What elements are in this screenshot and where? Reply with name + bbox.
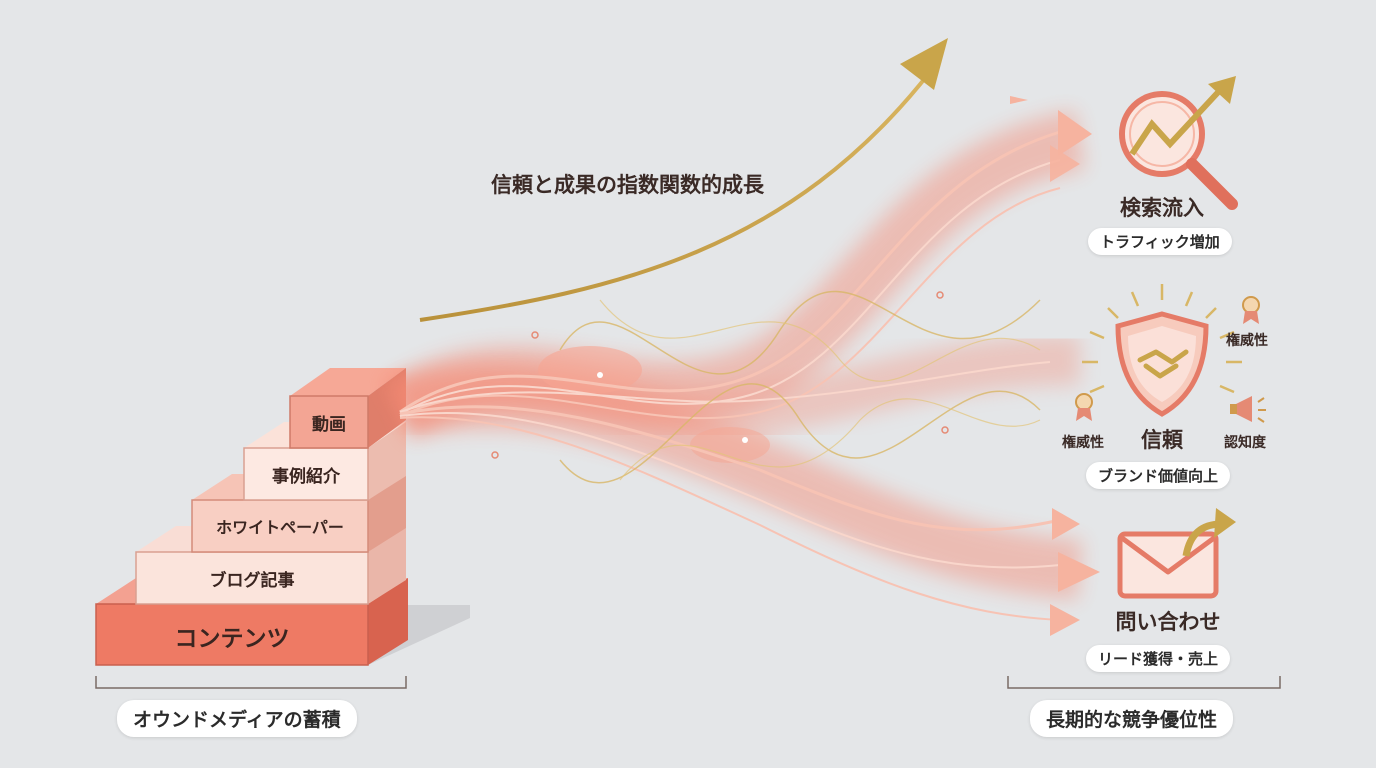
search-subtitle: トラフィック増加 <box>1088 228 1232 255</box>
award-icon-left <box>1075 393 1093 421</box>
megaphone-icon <box>1230 396 1266 423</box>
inquiry-subtitle: リード獲得・売上 <box>1086 645 1231 672</box>
envelope-arrow-icon <box>1117 508 1236 599</box>
content-stack <box>95 368 408 666</box>
flow-arrowheads <box>1010 96 1100 636</box>
outcome-caption: 長期的な競争優位性 <box>1030 700 1234 737</box>
trust-title: 信頼 <box>1141 428 1183 452</box>
flow-stream <box>383 110 1086 621</box>
stack-caption: オウンドメディアの蓄積 <box>117 700 357 737</box>
trust-badge-right: 認知度 <box>1224 435 1266 451</box>
magnifier-trend-icon <box>1119 76 1238 210</box>
stack-layer-case-studies: 事例紹介 <box>272 467 340 487</box>
stack-layer-content: コンテンツ <box>174 626 290 652</box>
award-icon-top <box>1242 296 1260 324</box>
stack-bracket <box>95 676 407 689</box>
shield-handshake-icon <box>1082 284 1242 417</box>
trust-subtitle: ブランド価値向上 <box>1086 462 1231 489</box>
search-title: 検索流入 <box>1120 196 1204 220</box>
stack-layer-blog: ブログ記事 <box>209 571 295 591</box>
inquiry-title: 問い合わせ <box>1115 610 1221 634</box>
trust-badge-top: 権威性 <box>1226 333 1268 349</box>
stack-layer-video: 動画 <box>312 415 346 435</box>
stack-layer-whitepaper: ホワイトペーパー <box>216 518 344 537</box>
trust-badge-left: 権威性 <box>1062 435 1104 451</box>
outcome-bracket <box>1007 676 1281 689</box>
growth-arrow-label: 信頼と成果の指数関数的成長 <box>491 173 764 197</box>
growth-arrow <box>419 38 948 322</box>
